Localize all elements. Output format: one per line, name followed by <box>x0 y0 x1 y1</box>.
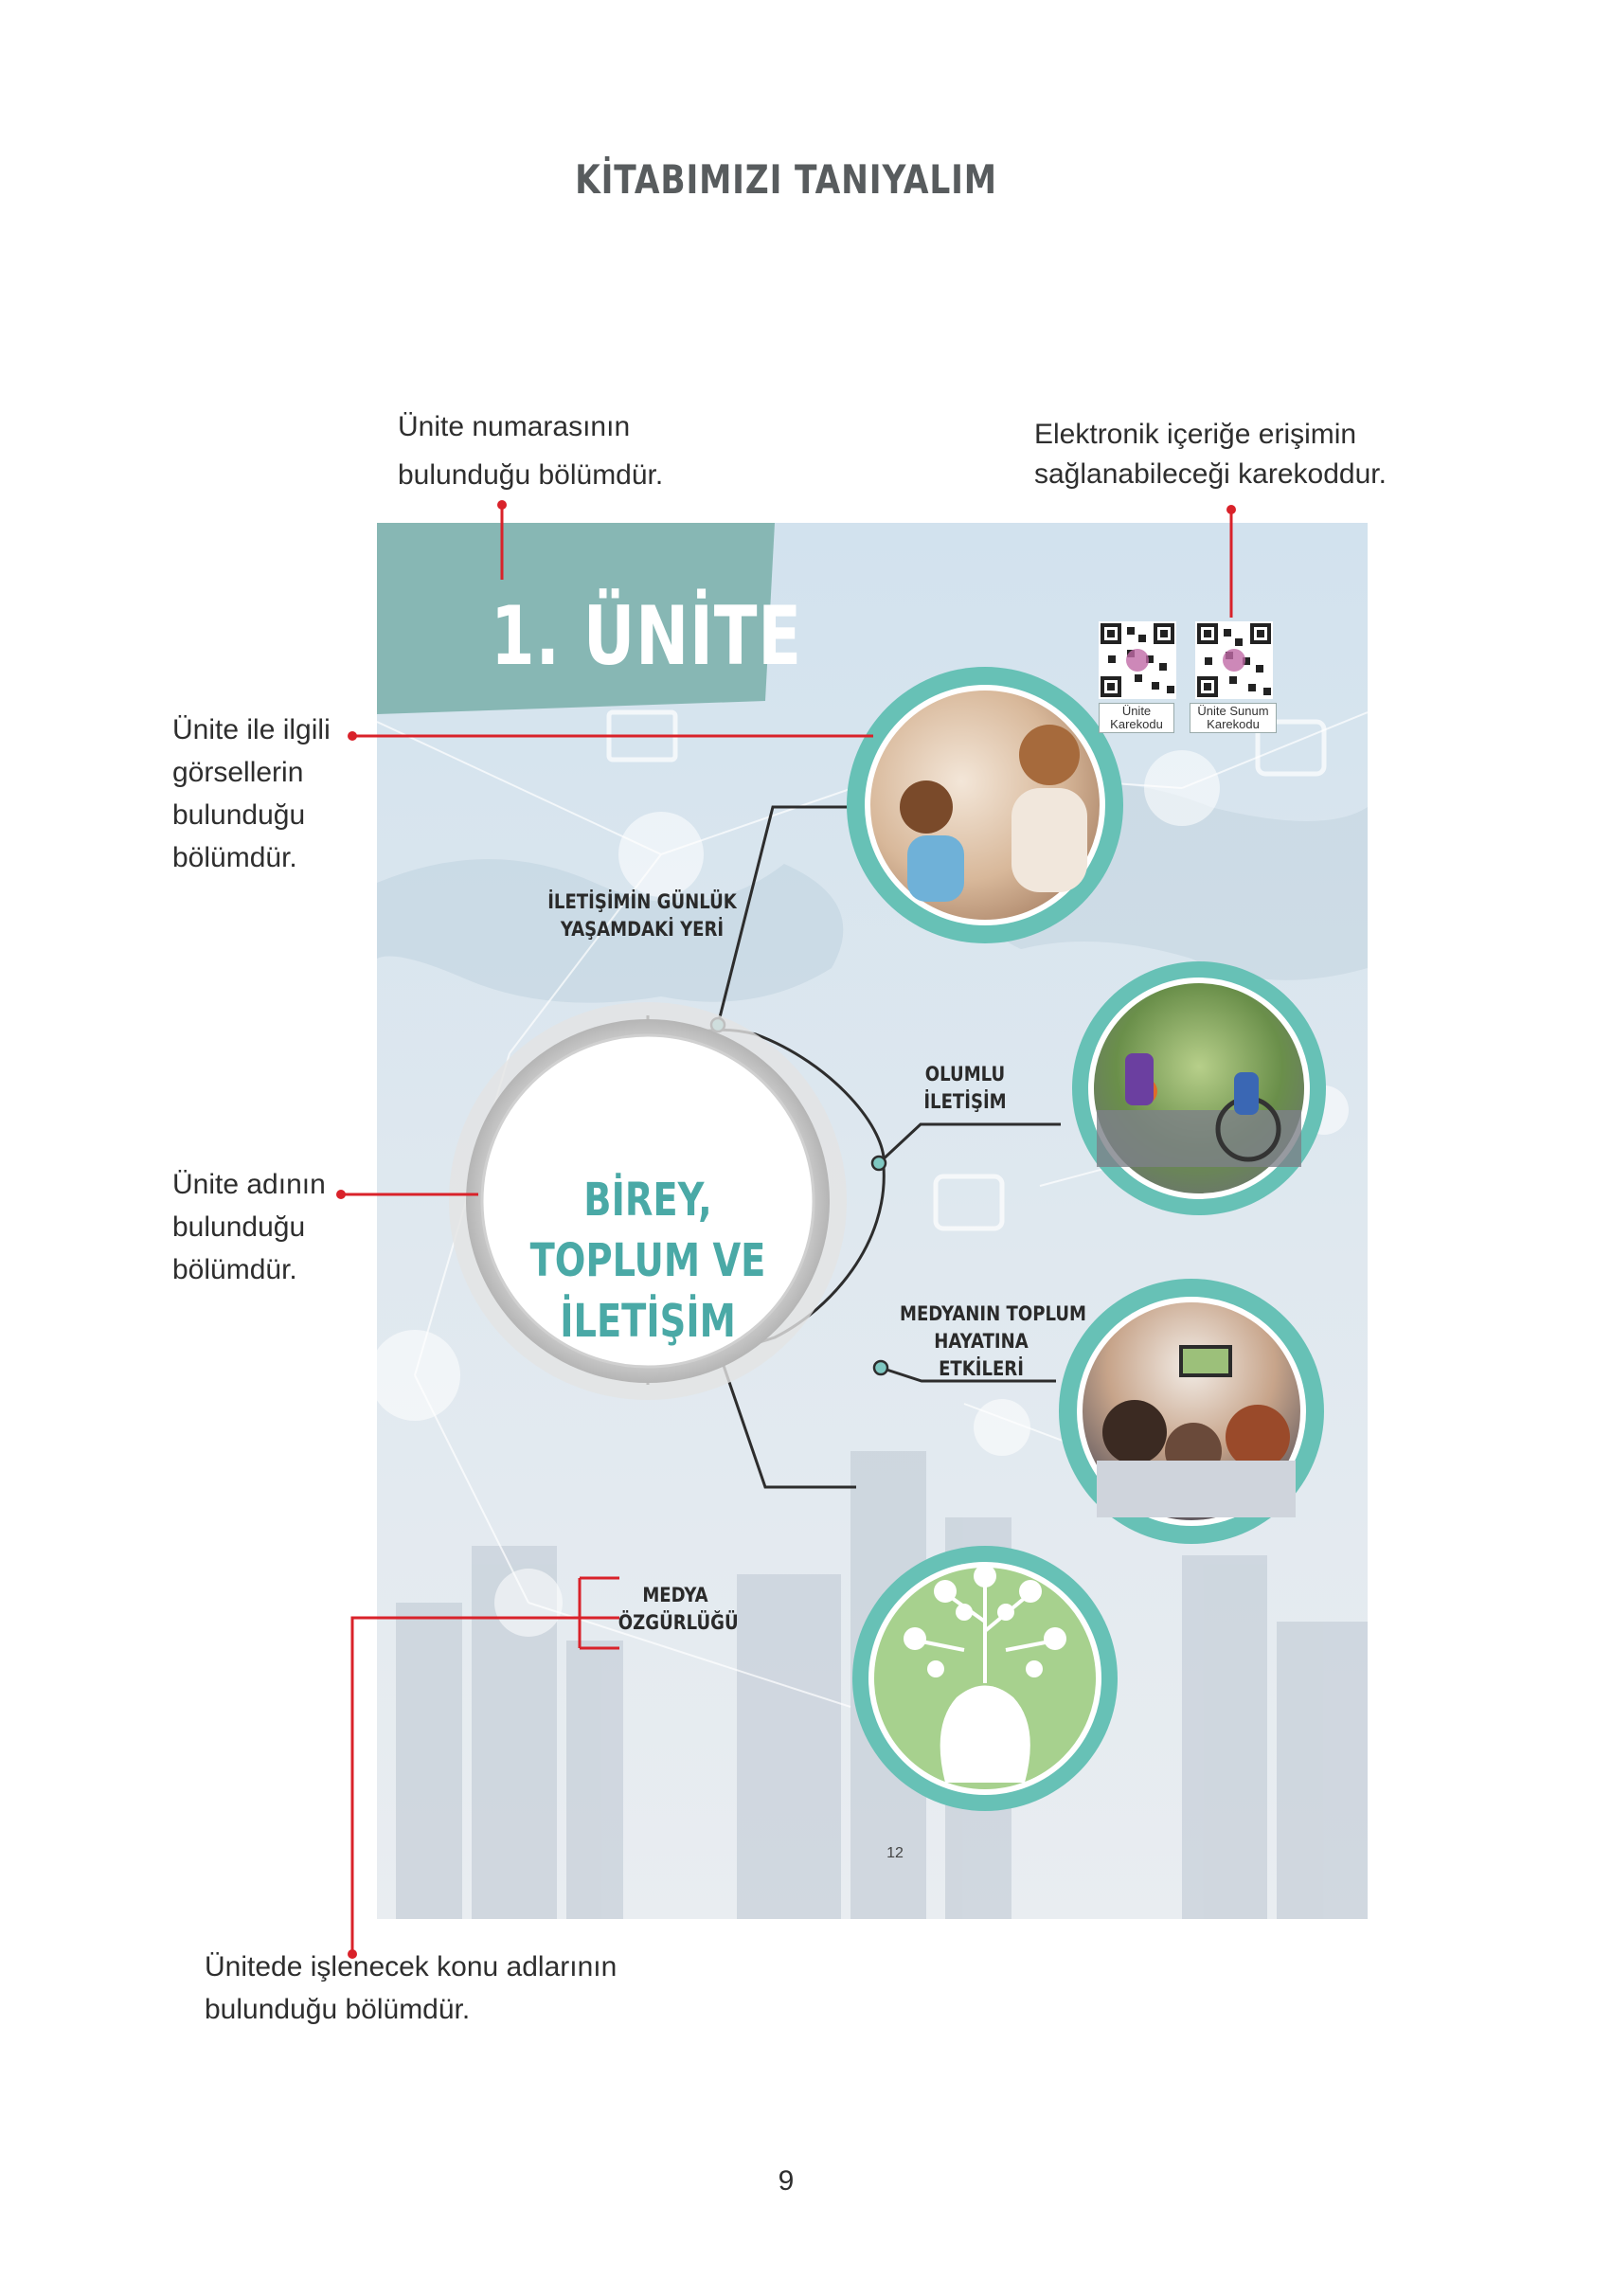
qr-label-line: Karekodu <box>1207 717 1260 731</box>
qr-label-line: Ünite Sunum <box>1197 704 1269 718</box>
topic-line: YAŞAMDAKİ YERİ <box>560 918 725 941</box>
annotation-line: sağlanabileceği karekoddur. <box>1034 458 1387 490</box>
leader-dots-group <box>336 500 1236 1959</box>
unit-page-graphic <box>377 523 1368 1919</box>
qr-label-line: Karekodu <box>1110 717 1163 731</box>
annotation-line: Elektronik içeriğe erişimin <box>1034 419 1357 450</box>
annotation-line: bulunduğu <box>172 1211 306 1243</box>
annotation-line: bulunduğu <box>172 799 306 831</box>
unit-name-annotation: Ünite adının bulunduğu bölümdür. <box>172 1163 326 1291</box>
topic-media-freedom: MEDYA ÖZGÜRLÜĞÜ <box>609 1582 742 1637</box>
topic-line: HAYATINA <box>934 1330 1029 1353</box>
topic-communication-daily-life: İLETİŞİMİN GÜNLÜK YAŞAMDAKİ YERİ <box>519 888 765 943</box>
page-title: KİTABIMIZI TANIYALIM <box>575 156 997 203</box>
annotation-line: Ünite numarasının <box>398 411 631 442</box>
unit-name-line: TOPLUM VE <box>529 1234 766 1287</box>
image-circle-media-head <box>852 1546 1118 1811</box>
image-circle-basketball <box>1072 961 1326 1215</box>
qr-code-annotation: Elektronik içeriğe erişimin sağlanabilec… <box>1034 415 1387 494</box>
unit-name-line: İLETİŞİM <box>560 1295 736 1348</box>
topic-line: İLETİŞİMİN GÜNLÜK <box>547 890 737 913</box>
annotation-line: bulunduğu bölümdür. <box>205 1994 471 2025</box>
unit-page-panel: 1. ÜNİTE BİREY, TOPLUM VE İLETİŞİM Ünite… <box>377 523 1368 1919</box>
annotation-line: bölümdür. <box>172 842 297 873</box>
page-number: 9 <box>778 2165 795 2197</box>
qr-label-unit: Ünite Karekodu <box>1099 703 1174 733</box>
qr-code-presentation <box>1195 621 1273 699</box>
unit-page-number: 12 <box>886 1845 904 1861</box>
topic-media-effects: MEDYANIN TOPLUM HAYATINA ETKİLERİ <box>886 1300 1086 1383</box>
unit-name: BİREY, TOPLUM VE İLETİŞİM <box>491 1170 805 1352</box>
image-circle-family <box>847 667 1123 943</box>
topic-line: OLUMLU <box>924 1063 1006 1085</box>
topic-line: ÖZGÜRLÜĞÜ <box>618 1611 739 1634</box>
annotation-line: Ünite adının <box>172 1169 326 1200</box>
images-annotation: Ünite ile ilgili görsellerin bulunduğu b… <box>172 709 331 879</box>
topic-line: MEDYA <box>642 1584 708 1606</box>
annotation-line: Ünite ile ilgili <box>172 714 331 745</box>
topic-line: ETKİLERİ <box>939 1357 1024 1380</box>
topics-annotation: Ünitede işlenecek konu adlarının bulundu… <box>205 1946 617 2031</box>
image-circle-tv <box>1059 1279 1324 1544</box>
topic-positive-communication: OLUMLU İLETİŞİM <box>904 1061 1027 1116</box>
annotation-line: bulunduğu bölümdür. <box>398 459 664 491</box>
annotation-line: Ünitede işlenecek konu adlarının <box>205 1951 618 1982</box>
unit-number-annotation: Ünite numarasının bulunduğu bölümdür. <box>398 403 663 499</box>
topic-line: MEDYANIN TOPLUM <box>900 1302 1086 1325</box>
unit-name-line: BİREY, <box>583 1174 712 1227</box>
topic-line: İLETİŞİM <box>923 1090 1007 1113</box>
annotation-line: görsellerin <box>172 757 304 788</box>
annotation-line: bölümdür. <box>172 1254 297 1285</box>
qr-code-unit <box>1099 621 1176 699</box>
leader-lines-group <box>341 505 1233 1954</box>
qr-label-presentation: Ünite Sunum Karekodu <box>1190 703 1277 733</box>
qr-label-line: Ünite <box>1121 704 1152 718</box>
unit-number: 1. ÜNİTE <box>491 589 802 684</box>
